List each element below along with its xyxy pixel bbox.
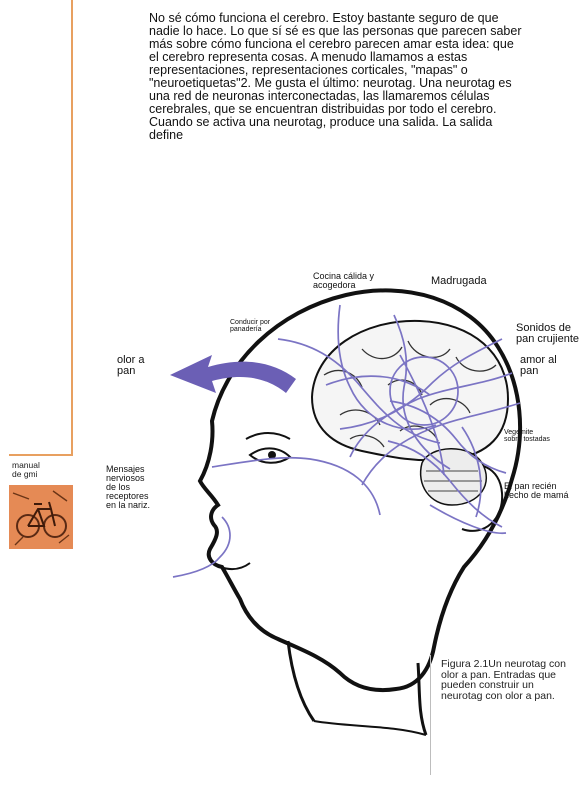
- body-paragraph: No sé cómo funciona el cerebro. Estoy ba…: [149, 12, 581, 142]
- label-amor-line2: pan: [520, 366, 557, 377]
- bicycle-thumbnail[interactable]: [9, 485, 73, 549]
- label-olor-pan: olor a pan: [117, 355, 145, 377]
- sidebar-rule-tick: [9, 454, 73, 456]
- label-pan-mama: El pan recién hecho de mamá: [504, 482, 569, 500]
- label-conducir-line1: Conducir por: [230, 319, 270, 326]
- label-mama-line2: hecho de mamá: [504, 491, 569, 500]
- label-vegemite-line2: sobre tostadas: [504, 436, 550, 443]
- label-sonidos-pan: Sonidos de pan crujiente: [516, 323, 579, 345]
- bicycle-icon: [9, 485, 73, 549]
- caption-rule: [430, 655, 431, 775]
- label-sonidos-line2: pan crujiente: [516, 334, 579, 345]
- sidebar-section-label[interactable]: manual de gmi: [12, 461, 40, 479]
- caption-line4: neurotag con olor a pan.: [441, 691, 588, 702]
- caption-line3: pueden construir un: [441, 680, 588, 691]
- label-amor-pan: amor al pan: [520, 355, 557, 377]
- label-vegemite-line1: Vegemite: [504, 429, 550, 436]
- label-madrugada: Madrugada: [431, 276, 487, 287]
- sidebar-label-line2: de gmi: [12, 470, 40, 479]
- label-cocina-calida: Cocina cálida y acogedora: [313, 272, 374, 290]
- label-conducir-panaderia: Conducir por panadería: [230, 319, 270, 333]
- label-conducir-line2: panadería: [230, 326, 270, 333]
- label-cocina-line2: acogedora: [313, 281, 374, 290]
- label-mensajes-nerviosos: Mensajes nerviosos de los receptores en …: [106, 465, 150, 510]
- sidebar-rule: [71, 0, 73, 455]
- caption-line1: Figura 2.1Un neurotag con: [441, 659, 588, 670]
- label-mensajes-line5: en la nariz.: [106, 501, 150, 510]
- label-olor-line2: pan: [117, 366, 145, 377]
- label-vegemite: Vegemite sobre tostadas: [504, 429, 550, 443]
- figure-caption: Figura 2.1Un neurotag con olor a pan. En…: [441, 659, 588, 701]
